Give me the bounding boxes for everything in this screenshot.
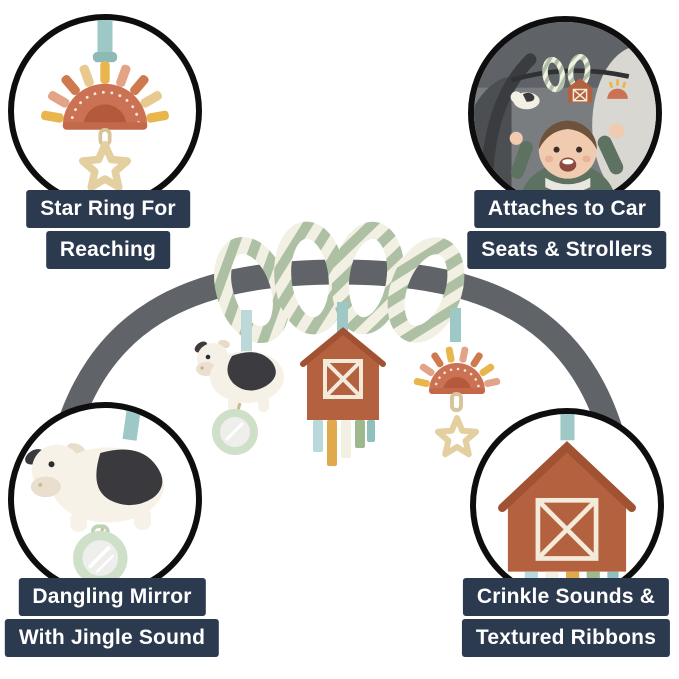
star-ring-icon [435,415,479,458]
cow-toy-with-mirror-icon [25,408,165,586]
label-text-line: With Jingle Sound [4,619,220,657]
label-text-line: Crinkle Sounds & [462,578,670,616]
callout-star-ring [8,14,202,208]
mirror-icon [212,409,258,455]
hanging-ribbons [241,302,461,352]
callout-crinkle-barn [470,408,664,602]
label-star-ring: Star Ring For Reaching [26,190,190,269]
callout-car-seat [468,16,662,210]
spiral-coils [214,221,465,344]
sun-toy-with-star-ring-icon [41,20,169,191]
callout-dangling-mirror [8,402,202,596]
mirror-icon [73,530,128,586]
barn-toy [300,327,386,466]
label-car-seats: Attaches to Car Seats & Strollers [467,190,667,269]
label-text-line: Reaching [45,231,171,269]
label-text-line: Attaches to Car [473,190,661,228]
label-text-line: Seats & Strollers [467,231,667,269]
label-crinkle-sounds: Crinkle Sounds & Textured Ribbons [461,578,671,657]
label-text-line: Star Ring For [26,190,190,228]
sun-rays-icon [413,346,501,388]
sun-toy [413,346,501,458]
label-dangling-mirror: Dangling Mirror With Jingle Sound [4,578,220,657]
label-text-line: Textured Ribbons [461,619,671,657]
cow-toy [194,339,284,455]
baby-in-car-seat-photo [474,22,656,204]
barn-toy-with-ribbons-icon [498,414,636,596]
label-text-line: Dangling Mirror [18,578,206,616]
textured-ribbons-icon [313,420,375,466]
star-ring-icon [78,141,132,191]
